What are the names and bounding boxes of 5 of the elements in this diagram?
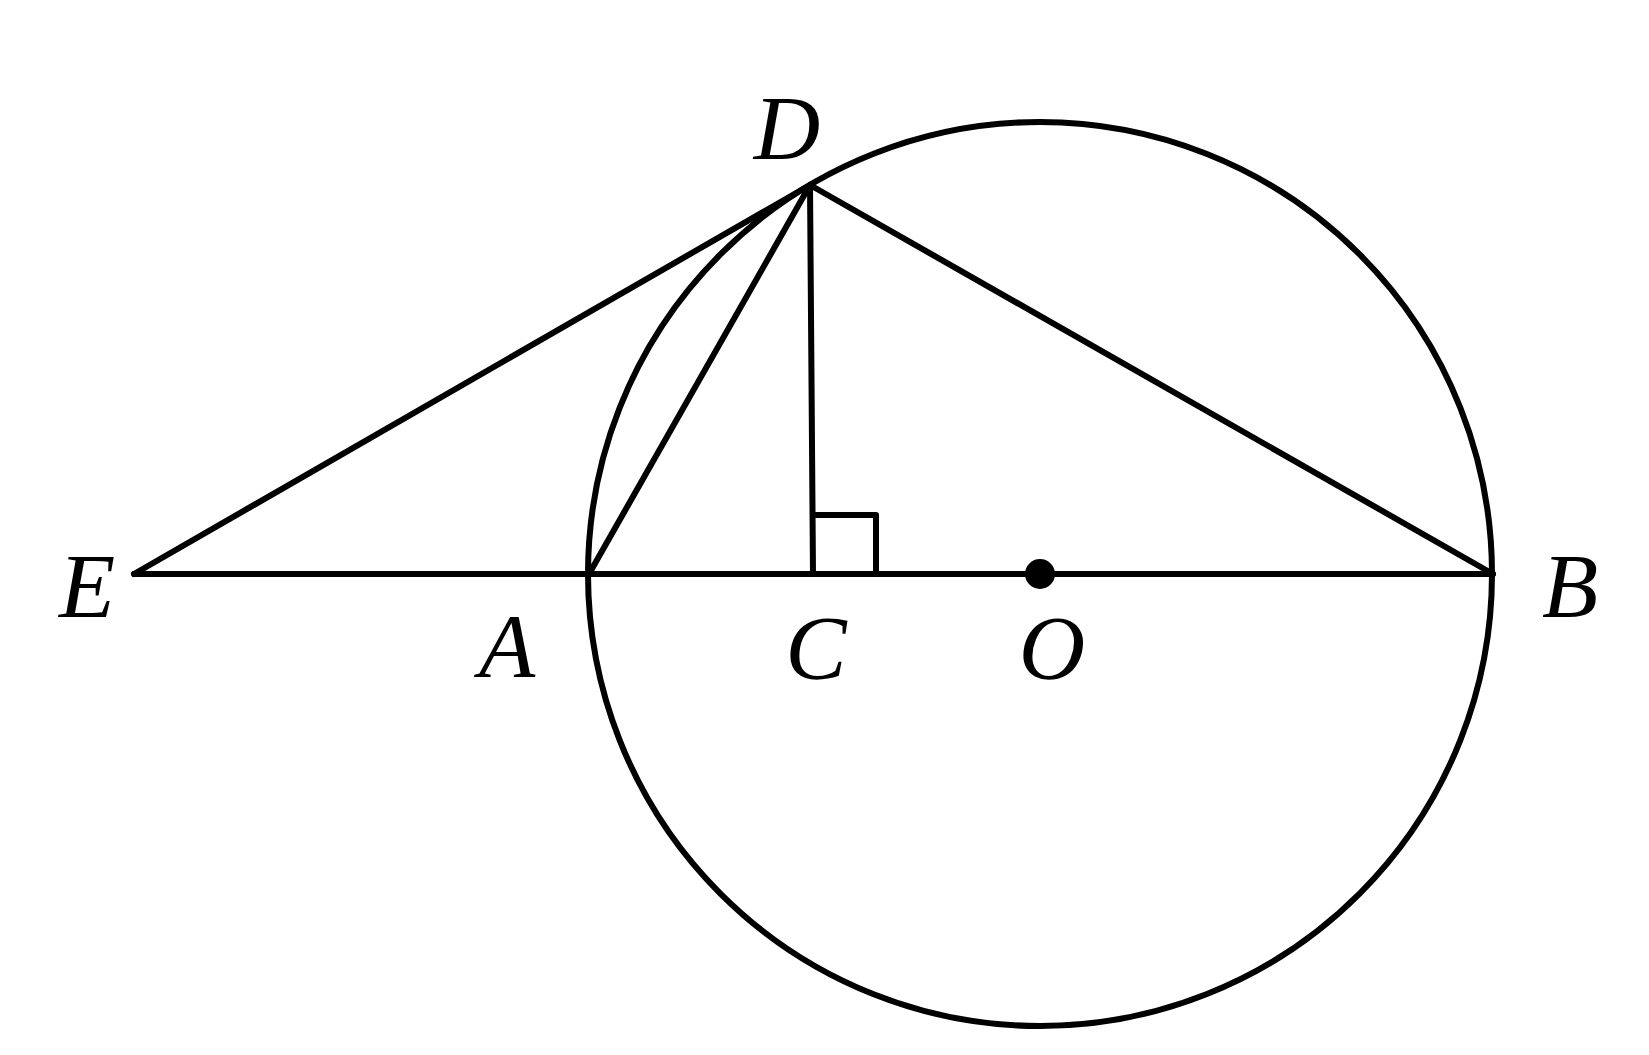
point-label: B <box>1541 535 1599 637</box>
point-label: E <box>58 535 116 637</box>
point-label: D <box>753 77 821 179</box>
point-label: O <box>1018 597 1086 699</box>
point-label: C <box>785 597 847 699</box>
